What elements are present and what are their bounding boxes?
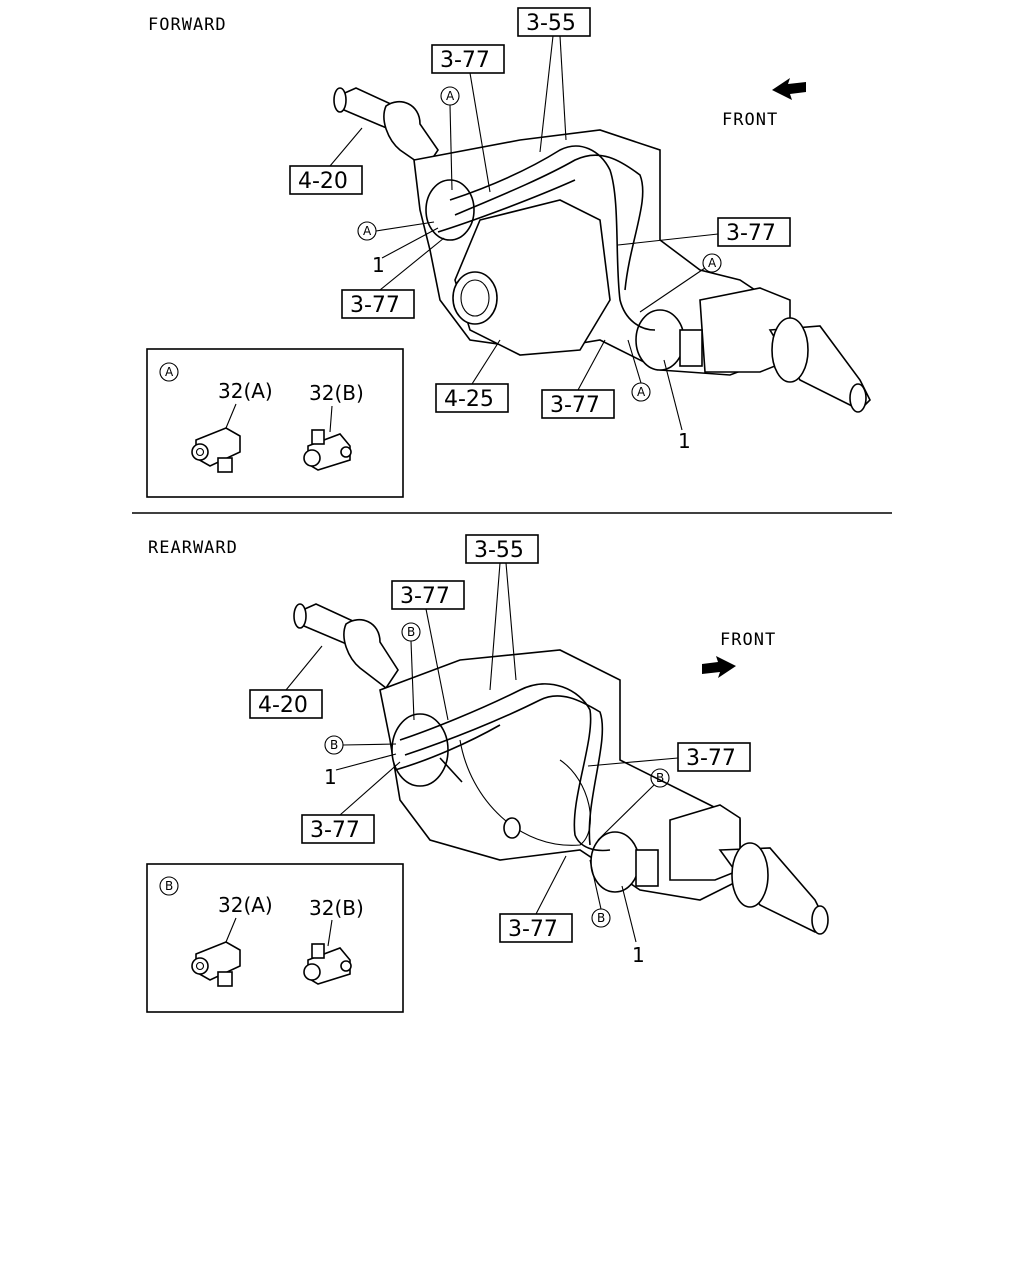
detail-item-label: 32(B) (309, 896, 364, 920)
svg-text:A: A (708, 256, 717, 270)
callout-4-20: 4-20 (258, 693, 308, 718)
forward-title: FORWARD (148, 15, 227, 35)
callout-3-77: 3-77 (550, 393, 600, 418)
rearward-section: REARWARD FRONT 3-55 (146, 534, 829, 1013)
item-number: 1 (632, 943, 645, 967)
svg-text:B: B (330, 738, 338, 752)
rearward-front-label: FRONT (720, 630, 776, 650)
svg-text:A: A (165, 365, 174, 379)
rearward-front-arrow-icon (702, 656, 736, 678)
callout-3-77: 3-77 (686, 746, 736, 771)
item-number: 1 (678, 429, 691, 453)
tee-fitting-icon (303, 429, 352, 471)
circle-mark: A (440, 86, 460, 191)
svg-text:B: B (407, 625, 415, 639)
detail-item-label: 32(A) (218, 379, 273, 403)
svg-text:B: B (656, 771, 664, 785)
forward-detail-box: A 32(A) 32(B) (146, 348, 404, 498)
callout-3-77: 3-77 (310, 818, 360, 843)
item-number: 1 (324, 765, 337, 789)
forward-section: FORWARD FRONT (146, 7, 871, 498)
detail-item-label: 32(A) (218, 893, 273, 917)
callout-3-77: 3-77 (350, 293, 400, 318)
detail-item-label: 32(B) (309, 381, 364, 405)
svg-text:A: A (446, 89, 455, 103)
svg-text:B: B (165, 879, 173, 893)
circle-mark: A (639, 253, 722, 313)
circle-mark: A (627, 339, 651, 402)
rearward-axle-assembly (293, 603, 829, 935)
circle-mark: B (597, 768, 670, 841)
callout-4-25: 4-25 (444, 387, 494, 412)
circle-mark: B (324, 735, 397, 755)
callout-3-77: 3-77 (440, 48, 490, 73)
forward-front-arrow-icon (772, 78, 806, 100)
rearward-title: REARWARD (148, 538, 238, 558)
forward-axle-assembly (333, 87, 871, 413)
elbow-fitting-icon (191, 427, 241, 473)
callout-3-55: 3-55 (474, 538, 524, 563)
callout-4-20: 4-20 (298, 169, 348, 194)
callout-3-55: 3-55 (526, 11, 576, 36)
circle-mark: B (401, 622, 421, 721)
tee-fitting-icon (303, 943, 352, 985)
rearward-detail-box: B 32(A) 32(B) (146, 863, 404, 1013)
callout-3-77: 3-77 (400, 584, 450, 609)
svg-text:B: B (597, 911, 605, 925)
circle-mark: A (357, 221, 435, 241)
callout-3-77: 3-77 (508, 917, 558, 942)
svg-text:A: A (363, 224, 372, 238)
svg-text:A: A (637, 385, 646, 399)
callout-3-77: 3-77 (726, 221, 776, 246)
elbow-fitting-icon (191, 941, 241, 987)
circle-mark: B (589, 859, 611, 928)
item-number: 1 (372, 253, 385, 277)
forward-front-label: FRONT (722, 110, 778, 130)
